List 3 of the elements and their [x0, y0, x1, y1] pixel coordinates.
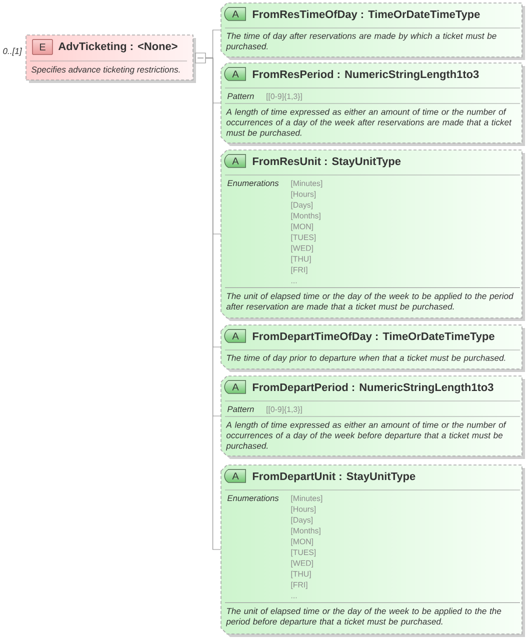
cardinality-label: 0..[1] — [3, 48, 22, 56]
connector-line — [206, 58, 222, 550]
collapse-box — [195, 52, 206, 64]
